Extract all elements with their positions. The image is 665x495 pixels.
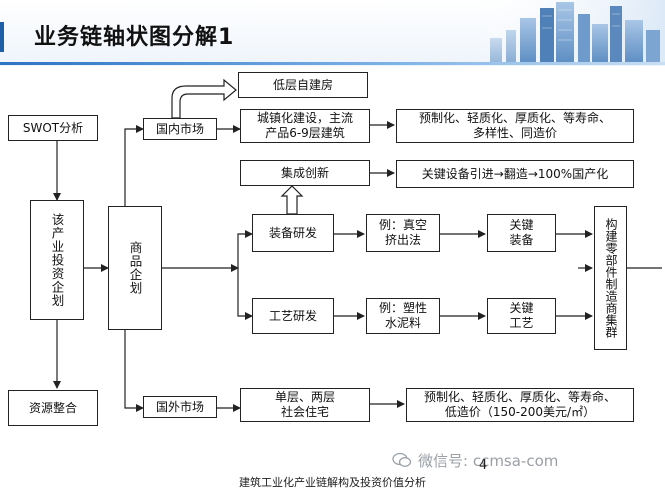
wechat-watermark: 微信号: ccmsa-com [392,450,662,474]
prefab-features-box: 预制化、轻质化、厚质化、等寿命、 多样性、同造价 [396,109,634,143]
craft-rd-box: 工艺研发 [252,298,334,334]
swot-analysis-box: SWOT分析 [8,115,98,141]
arrow-product-to-foreign [124,330,144,412]
arrow-equip-to-integration [280,185,304,215]
low-rise-self-built-box: 低层自建房 [238,72,368,98]
key-equipment-box: 关键 装备 [487,214,556,252]
product-plan-box: 商品企划 [108,206,162,330]
city-skyline-image [470,0,665,62]
industry-investment-plan-box: 该产业投资企划 [30,200,84,320]
arrow-to-craft-rd [237,268,253,320]
foreign-market-box: 国外市场 [143,396,217,418]
page-number: 4 [479,458,488,473]
component-cluster-box: 构建零部件制造商集群 [594,206,627,350]
equipment-rd-box: 装备研发 [252,214,334,252]
header: 业务链轴状图分解1 [0,0,665,66]
key-craft-box: 关键 工艺 [487,298,556,334]
arrow-to-equip-rd [237,230,253,268]
integrated-innovation-box: 集成创新 [240,160,370,186]
resource-integration-box: 资源整合 [8,390,98,426]
vacuum-extrusion-example-box: 例：真空 挤出法 [366,214,440,252]
domestic-market-box: 国内市场 [143,118,217,140]
foreign-prefab-features-box: 预制化、轻质化、厚质化、等寿命、 低造价（150-200美元/㎡） [406,388,634,422]
wechat-icon [392,452,412,467]
key-equipment-localization-box: 关键设备引进→翻造→100%国产化 [396,160,634,188]
arrow-domestic-to-lowrise [171,78,237,119]
plastic-cement-example-box: 例：塑性 水泥料 [366,298,440,334]
title-accent-bar [0,22,4,52]
arrow-product-to-domestic [124,125,144,206]
header-rule [0,62,665,65]
urbanization-box: 城镇化建设，主流 产品6-9层建筑 [240,109,370,143]
page-title: 业务链轴状图分解1 [34,25,235,50]
footer-caption: 建筑工业化产业链解构及投资价值分析 [239,476,426,489]
social-housing-box: 单层、两层 社会住宅 [240,388,370,422]
